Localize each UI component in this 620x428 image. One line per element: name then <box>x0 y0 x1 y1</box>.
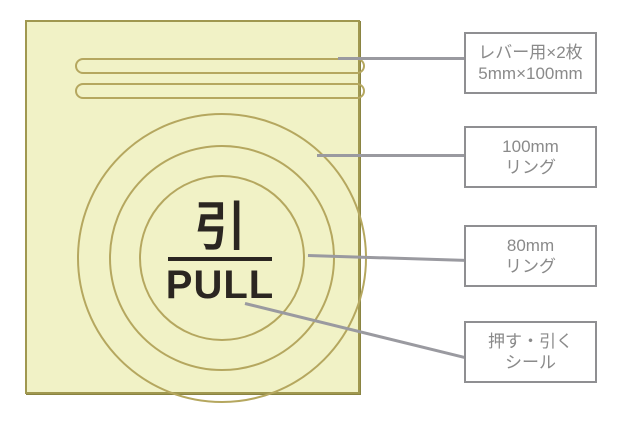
sticker-sheet: 引 PULL <box>25 20 367 403</box>
label-text-line2: シール <box>505 353 556 372</box>
seal-kanji: 引 <box>193 198 246 257</box>
callout-label-pull-seal: 押す・引く シール <box>464 321 597 383</box>
lever-strip-1 <box>75 58 365 74</box>
label-text-line1: 押す・引く <box>488 331 573 351</box>
label-text-line2: リング <box>505 158 556 177</box>
callout-line-lever-strips <box>338 57 465 60</box>
label-text-line1: レバー用×2枚 <box>478 42 583 62</box>
pull-seal-cutline <box>139 175 305 341</box>
callout-label-lever-strips: レバー用×2枚 5mm×100mm <box>464 32 597 94</box>
label-text-line1: 80mm <box>506 235 555 255</box>
seal-divider-rule <box>168 256 272 261</box>
lever-strip-2 <box>75 83 365 99</box>
label-text-line2: リング <box>505 257 556 276</box>
callout-label-ring-100mm: 100mm リング <box>464 126 597 188</box>
callout-label-ring-80mm: 80mm リング <box>464 225 597 287</box>
label-text-line2: 5mm×100mm <box>478 64 583 83</box>
label-text-line1: 100mm <box>502 136 559 156</box>
seal-english: PULL <box>165 262 275 307</box>
ring-80mm-cutline <box>109 145 335 371</box>
pull-seal-text-block: 引 PULL <box>137 175 303 341</box>
callout-line-ring-100mm <box>317 154 465 157</box>
